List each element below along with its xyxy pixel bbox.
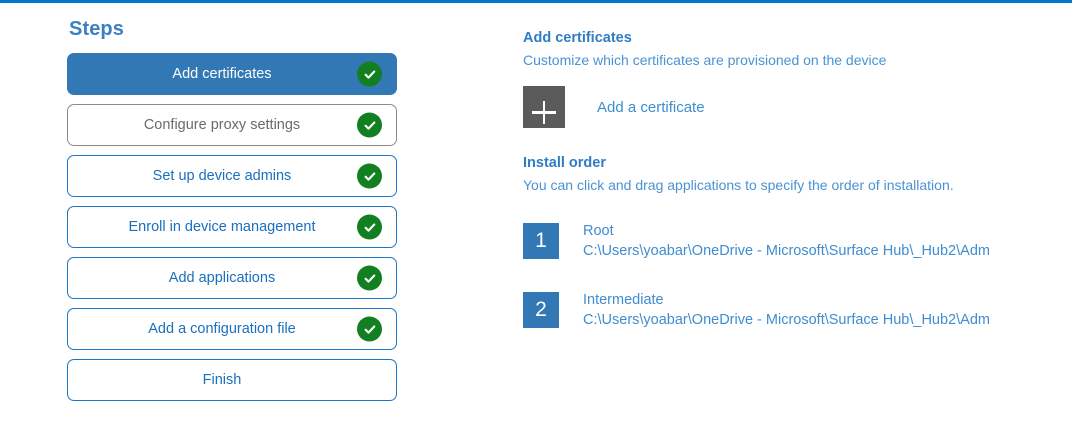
check-circle-icon: [357, 316, 382, 342]
step-label: Add a configuration file: [148, 321, 296, 337]
order-item-title: Intermediate: [583, 292, 664, 308]
step-button[interactable]: Add applications: [67, 257, 397, 299]
check-circle-icon: [357, 163, 382, 189]
order-number-badge: 2: [523, 292, 559, 328]
order-item-title: Root: [583, 223, 614, 239]
step-button[interactable]: Add a configuration file: [67, 308, 397, 350]
plus-icon-vertical-bar: [542, 100, 546, 124]
step-label: Add applications: [168, 270, 276, 286]
check-circle-icon: [357, 112, 382, 138]
check-circle-icon: [357, 61, 382, 87]
top-accent-rule: [0, 0, 1072, 3]
order-number-badge: 1: [523, 223, 559, 259]
content-panel: Add certificates Customize which certifi…: [523, 30, 1072, 359]
step-button[interactable]: Add certificates: [67, 53, 397, 95]
step-button[interactable]: Set up device admins: [67, 155, 397, 197]
install-order-heading: Install order: [523, 155, 606, 171]
step-label: Add certificates: [172, 66, 272, 82]
add-certificates-subtitle: Customize which certificates are provisi…: [523, 52, 887, 68]
order-item-path: C:\Users\yoabar\OneDrive - Microsoft\Sur…: [583, 312, 990, 328]
add-certificates-heading: Add certificates: [523, 30, 632, 46]
steps-heading: Steps: [69, 18, 124, 40]
step-button[interactable]: Configure proxy settings: [67, 104, 397, 146]
check-circle-icon: [357, 214, 382, 240]
step-button[interactable]: Finish: [67, 359, 397, 401]
order-item-path: C:\Users\yoabar\OneDrive - Microsoft\Sur…: [583, 243, 990, 259]
add-certificate-row: Add a certificate: [523, 86, 1072, 128]
step-label: Enroll in device management: [128, 219, 316, 235]
step-label: Configure proxy settings: [143, 117, 301, 133]
add-certificates-section: Add certificates Customize which certifi…: [523, 30, 1072, 128]
step-label: Set up device admins: [152, 168, 292, 184]
check-circle-icon: [357, 265, 382, 291]
plus-icon[interactable]: [523, 86, 565, 128]
add-a-certificate-link[interactable]: Add a certificate: [597, 98, 705, 116]
install-order-subtitle: You can click and drag applications to s…: [523, 177, 954, 193]
install-order-section: Install order You can click and drag app…: [523, 155, 1072, 330]
step-label: Finish: [202, 372, 242, 388]
step-button[interactable]: Enroll in device management: [67, 206, 397, 248]
